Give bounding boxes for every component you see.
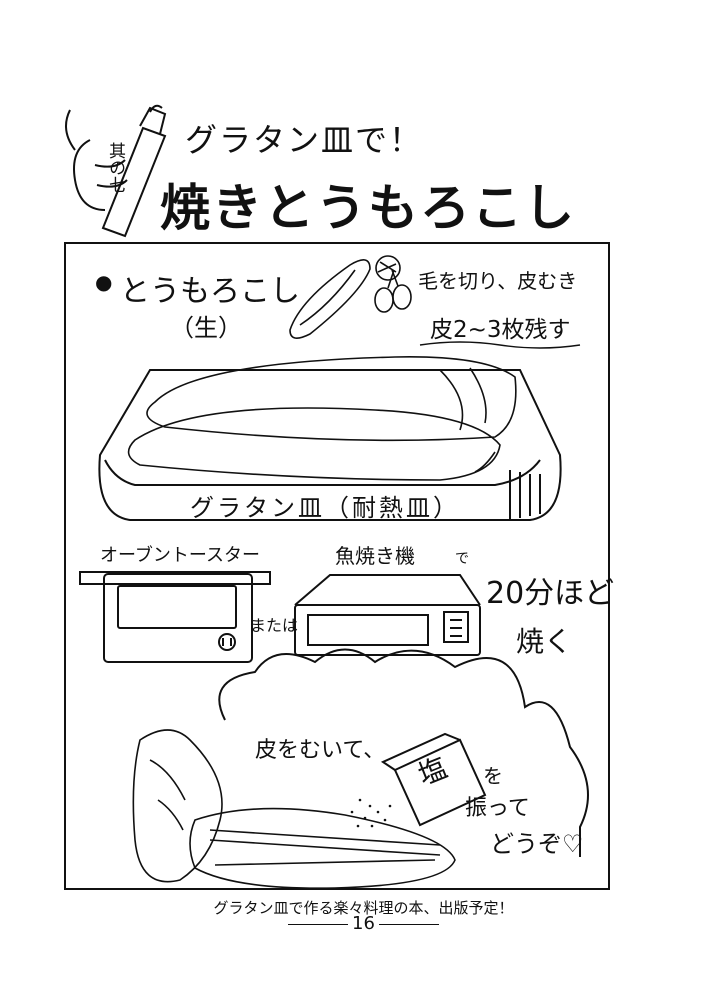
fish-grill-icon bbox=[294, 574, 481, 656]
corn-husk-icon bbox=[127, 356, 517, 481]
chapter-badge: 其の七 bbox=[105, 142, 125, 193]
page-title: 焼きとうもろこし bbox=[160, 179, 576, 237]
prep-step-2: 皮2~3枚残す bbox=[430, 317, 571, 343]
scissors-icon bbox=[374, 269, 412, 313]
page-number: 16 bbox=[0, 913, 727, 934]
time-text: 20分ほど bbox=[486, 576, 615, 611]
oven-toaster-icon bbox=[79, 571, 271, 663]
prep-step-1: 毛を切り、皮むき bbox=[418, 269, 578, 293]
ingredient-name: とうもろこし bbox=[120, 274, 300, 309]
thought-cloud bbox=[218, 648, 589, 857]
seasoning-bottle-icon bbox=[65, 104, 167, 238]
or-label: または bbox=[250, 616, 299, 635]
serve-text: どうぞ♡ bbox=[490, 830, 584, 858]
salt-particle: を bbox=[483, 764, 503, 788]
page-number-rule-left bbox=[288, 923, 349, 925]
page-number-value: 16 bbox=[352, 913, 375, 934]
peel-text: 皮をむいて、 bbox=[255, 738, 386, 763]
salt-sprinkle bbox=[350, 798, 392, 828]
underline-prep bbox=[419, 341, 581, 349]
dish-label: グラタン皿（耐熱皿） bbox=[190, 494, 460, 522]
publication-note: グラタン皿で作る楽々料理の本、出版予定！ bbox=[213, 899, 514, 917]
raw-corn-icon bbox=[289, 255, 401, 339]
ingredient-note: （生） bbox=[170, 314, 242, 342]
grill-particle: で bbox=[455, 551, 469, 567]
grilled-corn-icon bbox=[132, 729, 456, 889]
gratin-dish-icon bbox=[98, 369, 562, 521]
bake-text: 焼く bbox=[516, 625, 573, 658]
grill-label: 魚焼き機 bbox=[335, 544, 415, 568]
page-subtitle: グラタン皿で！ bbox=[185, 121, 424, 159]
salt-shaker-icon bbox=[380, 732, 487, 827]
page-number-rule-right bbox=[378, 923, 439, 925]
toaster-label: オーブントースター bbox=[100, 545, 261, 566]
recipe-panel bbox=[64, 242, 610, 890]
ingredient-bullet: ● bbox=[95, 270, 113, 294]
shake-text: 振って bbox=[465, 796, 530, 821]
